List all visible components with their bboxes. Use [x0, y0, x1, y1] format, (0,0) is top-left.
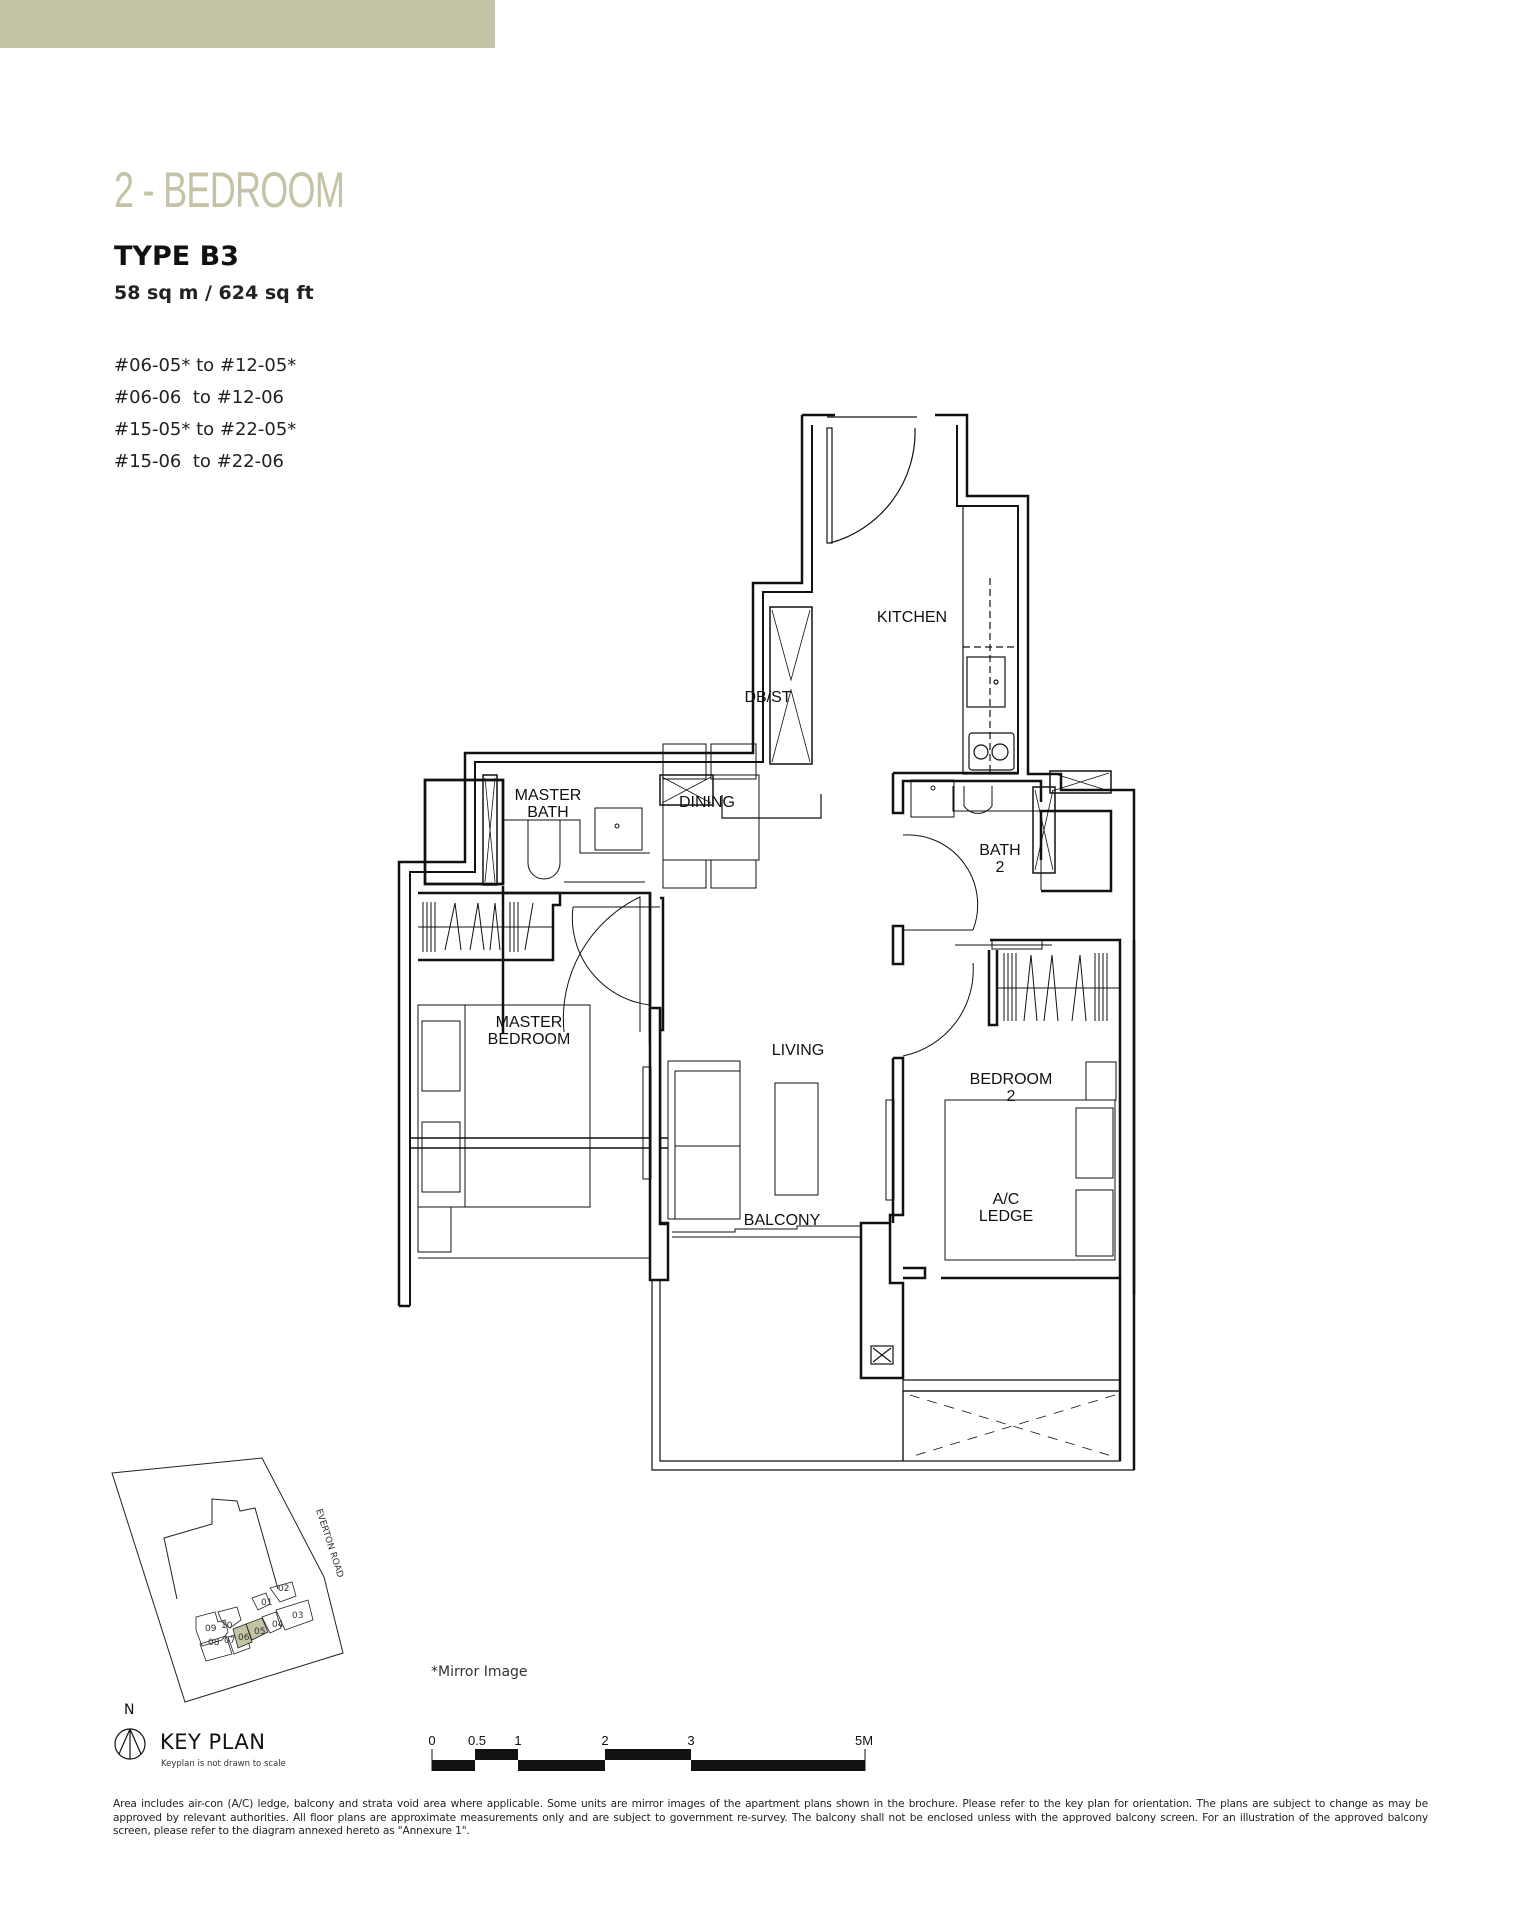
master-bedroom-bed	[417, 1004, 651, 1259]
scale-label: 2	[601, 1733, 609, 1748]
room-label-ac-ledge: A/C	[993, 1191, 1020, 1208]
balcony	[651, 940, 1136, 1471]
room-label-balcony: BALCONY	[744, 1212, 821, 1229]
room-label-bedroom-2: BEDROOM	[970, 1071, 1053, 1088]
key-block-10: 10	[221, 1621, 233, 1631]
unit-range: #15-05* to #22-05*	[114, 419, 297, 440]
key-block-01: 01	[261, 1598, 272, 1608]
unit-range: #15-06 to #22-06	[114, 451, 285, 472]
bedroom-2-wardrobe	[955, 939, 1120, 1022]
north-arrow-icon	[114, 1728, 146, 1760]
room-label-bath-2: 2	[996, 859, 1005, 876]
unit-range: #06-05* to #12-05*	[114, 355, 297, 376]
bedroom-2-door	[893, 962, 974, 1059]
key-block-04: 04	[272, 1620, 284, 1630]
key-plan-subtitle: Keyplan is not drawn to scale	[161, 1759, 286, 1769]
room-label-living: LIVING	[772, 1042, 824, 1059]
scale-label: 5M	[854, 1733, 874, 1748]
scale-label: 1	[514, 1733, 522, 1748]
unit-list: #06-05* to #12-05* #06-06 to #12-06 #15-…	[114, 350, 296, 478]
key-block-07: 07	[224, 1636, 235, 1646]
master-wardrobe	[418, 902, 553, 952]
db-st-box	[721, 794, 822, 819]
north-label: N	[124, 1702, 135, 1718]
unit-range: #06-06 to #12-06	[114, 387, 285, 408]
room-label-master-bath: MASTER	[515, 787, 582, 804]
bedroom-2-bed	[944, 1061, 1117, 1261]
dining-table	[662, 743, 760, 889]
entrance-door	[826, 416, 917, 544]
scale-label: 0.5	[467, 1733, 487, 1748]
master-bedroom-door	[571, 906, 660, 1006]
kitchen-counter	[962, 505, 1019, 775]
key-block-02: 02	[278, 1584, 289, 1594]
bedroom-2-walls	[941, 938, 1122, 1280]
room-label-bedroom-2: 2	[1007, 1088, 1016, 1105]
room-label-ac-ledge: LEDGE	[979, 1208, 1033, 1225]
bath-2-fixtures	[902, 779, 1042, 931]
outer-wall	[397, 413, 1136, 1306]
road-label: EVERTON ROAD	[313, 1508, 345, 1579]
key-block-05: 05	[254, 1627, 265, 1637]
room-label-dining: DINING	[679, 794, 735, 811]
living-furniture	[642, 1060, 895, 1238]
key-plan-blocks	[195, 1581, 314, 1662]
key-plan-title: KEY PLAN	[160, 1730, 266, 1754]
scale-bar	[431, 1749, 866, 1771]
scale-label: 3	[687, 1733, 695, 1748]
unit-type-title: TYPE B3	[114, 241, 239, 272]
room-label-db-st: DB/ST	[744, 689, 791, 706]
key-block-06: 06	[238, 1633, 250, 1643]
key-block-03: 03	[292, 1611, 303, 1621]
room-label-master-bedroom: MASTER	[496, 1014, 563, 1031]
unit-size: 58 sq m / 624 sq ft	[114, 282, 314, 304]
key-block-09: 09	[205, 1624, 217, 1634]
room-label-master-bedroom: BEDROOM	[488, 1031, 571, 1048]
bath-2	[891, 771, 1113, 966]
key-block-08: 08	[208, 1638, 220, 1648]
mirror-image-note: *Mirror Image	[431, 1664, 528, 1680]
room-label-bath-2: BATH	[979, 842, 1020, 859]
disclaimer-footnote: Area includes air-con (A/C) ledge, balco…	[113, 1798, 1428, 1837]
room-label-kitchen: KITCHEN	[877, 609, 947, 626]
scale-label: 0	[428, 1733, 436, 1748]
header-accent-bar	[0, 0, 495, 48]
key-plan-drawing: 09 10 01 02 03 04 05 06 07 08 EVERTON RO…	[111, 1457, 345, 1760]
category-title: 2 - BEDROOM	[114, 162, 345, 218]
room-label-master-bath: BATH	[527, 804, 568, 821]
